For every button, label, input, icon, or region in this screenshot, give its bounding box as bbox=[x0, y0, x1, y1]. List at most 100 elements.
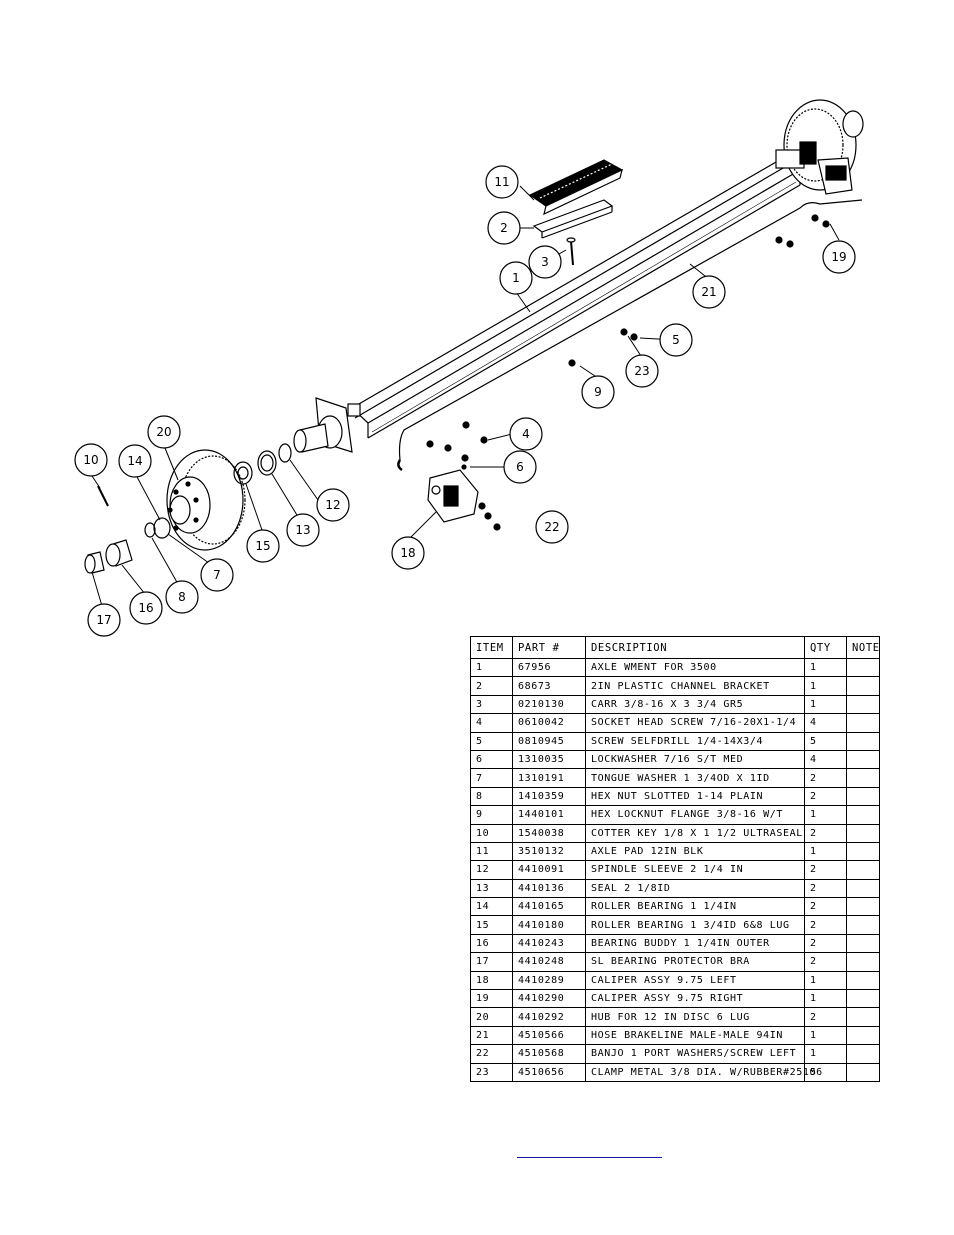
table-cell: CLAMP METAL 3/8 DIA. W/RUBBER#25106 bbox=[585, 1062, 822, 1082]
table-cell: 4410248 bbox=[512, 952, 586, 972]
table-cell: 1 bbox=[804, 1044, 847, 1064]
table-cell: HUB FOR 12 IN DISC 6 LUG bbox=[585, 1007, 805, 1027]
table-cell: 2 bbox=[804, 1007, 847, 1027]
table-cell bbox=[846, 897, 880, 917]
table-cell: 2IN PLASTIC CHANNEL BRACKET bbox=[585, 676, 805, 696]
table-cell: 20 bbox=[470, 1007, 513, 1027]
table-cell: 4410290 bbox=[512, 989, 586, 1009]
table-cell: 4 bbox=[804, 713, 847, 733]
callout-2: 2 bbox=[487, 211, 521, 245]
table-cell: 0210130 bbox=[512, 694, 586, 715]
table-cell bbox=[846, 860, 880, 880]
table-cell bbox=[846, 694, 880, 715]
table-cell: 17 bbox=[470, 952, 513, 972]
table-cell: 4510568 bbox=[512, 1044, 586, 1064]
callout-label: 16 bbox=[138, 601, 153, 615]
table-cell: 2 bbox=[804, 878, 847, 899]
table-cell: 14 bbox=[470, 897, 513, 917]
axle-tube bbox=[351, 157, 802, 439]
callout-5: 5 bbox=[659, 323, 693, 357]
table-cell bbox=[846, 1044, 880, 1064]
table-cell bbox=[846, 970, 880, 991]
left-caliper bbox=[427, 469, 479, 523]
table-cell: 1 bbox=[470, 657, 513, 678]
callout-label: 15 bbox=[255, 539, 270, 553]
table-cell bbox=[846, 731, 880, 751]
table-cell: SL BEARING PROTECTOR BRA bbox=[585, 952, 805, 972]
table-cell: 2 bbox=[804, 786, 847, 807]
table-cell: 13 bbox=[470, 878, 513, 899]
table-cell: 23 bbox=[470, 1062, 513, 1082]
table-cell: 2 bbox=[804, 915, 847, 935]
table-cell bbox=[846, 1025, 880, 1046]
table-cell: 11 bbox=[470, 841, 513, 862]
callout-13: 13 bbox=[286, 513, 320, 547]
callout-label: 11 bbox=[494, 175, 509, 189]
table-cell: 2 bbox=[804, 768, 847, 788]
table-cell: 5 bbox=[470, 731, 513, 751]
callout-9: 9 bbox=[581, 375, 615, 409]
column-header: QTY bbox=[804, 636, 847, 659]
bearing-buddy bbox=[105, 539, 133, 567]
table-cell: AXLE PAD 12IN BLK bbox=[585, 841, 805, 862]
table-cell: 19 bbox=[470, 989, 513, 1009]
cotter-key bbox=[97, 485, 109, 507]
table-cell: 1 bbox=[804, 970, 847, 991]
table-cell: 3 bbox=[470, 694, 513, 715]
callout-1: 1 bbox=[499, 261, 533, 295]
table-cell: 67956 bbox=[512, 657, 586, 678]
callout-10: 10 bbox=[74, 443, 108, 477]
table-cell: 2 bbox=[470, 676, 513, 696]
table-cell: 15 bbox=[470, 915, 513, 935]
table-cell: BANJO 1 PORT WASHERS/SCREW LEFT bbox=[585, 1044, 805, 1064]
table-cell: 4510656 bbox=[512, 1062, 586, 1082]
table-cell bbox=[846, 989, 880, 1009]
bearing-14 bbox=[153, 517, 171, 539]
table-cell bbox=[846, 915, 880, 935]
table-cell bbox=[846, 768, 880, 788]
table-cell: COTTER KEY 1/8 X 1 1/2 ULTRASEAL bbox=[585, 823, 805, 843]
table-cell: ROLLER BEARING 1 1/4IN bbox=[585, 897, 805, 917]
table-cell: 21 bbox=[470, 1025, 513, 1046]
callout-label: 23 bbox=[634, 364, 649, 378]
column-header: DESCRIPTION bbox=[585, 636, 805, 659]
table-cell: CALIPER ASSY 9.75 RIGHT bbox=[585, 989, 805, 1009]
table-cell bbox=[846, 841, 880, 862]
callout-17: 17 bbox=[87, 603, 121, 637]
hyperlink-underline[interactable] bbox=[517, 1157, 662, 1158]
callout-11: 11 bbox=[485, 165, 519, 199]
callout-label: 10 bbox=[83, 453, 98, 467]
table-cell: AXLE WMENT FOR 3500 bbox=[585, 657, 805, 678]
table-cell bbox=[846, 676, 880, 696]
table-cell: 1 bbox=[804, 1025, 847, 1046]
table-cell: HEX LOCKNUT FLANGE 3/8-16 W/T bbox=[585, 805, 805, 825]
table-cell bbox=[846, 713, 880, 733]
table-cell bbox=[846, 749, 880, 770]
table-cell: 4410243 bbox=[512, 933, 586, 954]
callout-label: 13 bbox=[295, 523, 310, 537]
table-cell: 1440101 bbox=[512, 805, 586, 825]
table-cell bbox=[846, 657, 880, 678]
callout-label: 17 bbox=[96, 613, 111, 627]
table-cell: ROLLER BEARING 1 3/4ID 6&8 LUG bbox=[585, 915, 805, 935]
table-cell: 8 bbox=[470, 786, 513, 807]
carriage-bolt bbox=[566, 237, 576, 266]
table-cell: 5 bbox=[804, 731, 847, 751]
table-cell: 2 bbox=[804, 823, 847, 843]
table-cell: 22 bbox=[470, 1044, 513, 1064]
callout-6: 6 bbox=[503, 450, 537, 484]
callout-label: 18 bbox=[400, 546, 415, 560]
fasteners bbox=[426, 214, 830, 531]
callout-label: 1 bbox=[512, 271, 520, 285]
